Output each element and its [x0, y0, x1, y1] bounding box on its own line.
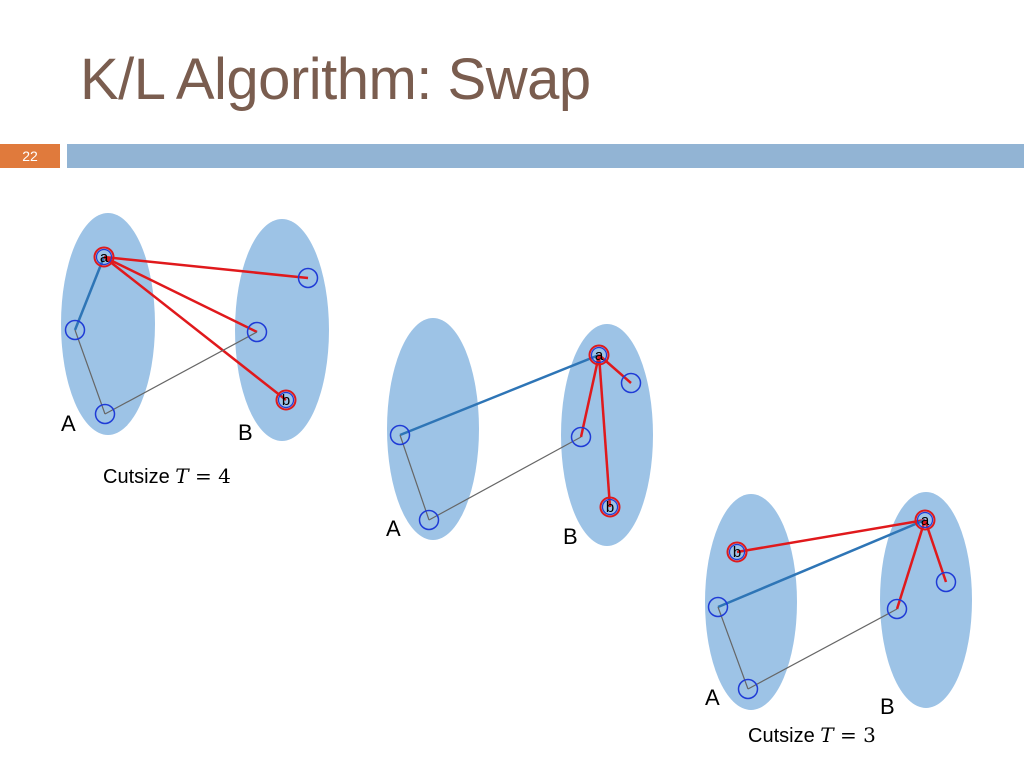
slide-number: 22 — [0, 144, 60, 168]
partition-a-region — [387, 318, 479, 540]
node — [246, 321, 268, 343]
node — [935, 571, 957, 593]
edge — [104, 331, 258, 415]
set-b-label: B — [238, 420, 253, 445]
edge — [923, 519, 948, 583]
edge — [74, 329, 106, 415]
node-b-outer-ring — [726, 541, 748, 563]
node — [297, 267, 319, 289]
partition-b-region — [561, 324, 653, 546]
edge — [579, 354, 601, 438]
panel-before: a b A B Cutsize T = 4 — [61, 213, 329, 488]
cutsize-label: Cutsize T = 3 — [748, 723, 876, 747]
node-a-outer-ring — [914, 509, 936, 531]
node-a-label: a — [100, 249, 109, 266]
node — [64, 319, 86, 341]
node — [707, 596, 729, 618]
cut-edge — [103, 255, 309, 280]
edge — [895, 519, 927, 610]
node — [94, 403, 116, 425]
set-b-label: B — [563, 524, 578, 549]
set-a-label: A — [386, 516, 401, 541]
panel-moved-a: a b A B — [386, 318, 653, 549]
cut-edge — [103, 256, 287, 401]
node-b-label: b — [282, 392, 290, 409]
edge — [717, 606, 749, 690]
node — [886, 598, 908, 620]
panel-after: a b A B Cutsize T = 3 — [705, 492, 972, 747]
node — [620, 372, 642, 394]
edge — [747, 608, 898, 690]
cut-edge — [736, 518, 926, 554]
node-b-label: b — [606, 499, 614, 516]
node-b — [728, 543, 746, 561]
set-b-label: B — [880, 694, 895, 719]
cut-edge — [717, 518, 926, 609]
node-a — [916, 511, 934, 529]
slide-title: K/L Algorithm: Swap — [80, 47, 591, 112]
node — [389, 424, 411, 446]
node-a-outer-ring — [588, 344, 610, 366]
node-a — [95, 248, 113, 266]
edge — [428, 436, 582, 521]
node-a-label: a — [595, 347, 604, 364]
set-a-label: A — [705, 685, 720, 710]
cut-edge — [103, 255, 258, 334]
node-b-label: b — [733, 544, 741, 561]
partition-a-region — [61, 213, 155, 435]
node-b — [601, 498, 619, 516]
set-a-label: A — [61, 411, 76, 436]
partition-a-region — [705, 494, 797, 710]
node-b-outer-ring — [599, 496, 621, 518]
node — [737, 678, 759, 700]
header-bar — [67, 144, 1024, 168]
node-b — [277, 391, 295, 409]
node-a — [590, 346, 608, 364]
node-a-label: a — [921, 512, 930, 529]
edge — [597, 354, 612, 508]
node-b-outer-ring — [275, 389, 297, 411]
edge — [399, 434, 430, 521]
cutsize-label: Cutsize T = 4 — [103, 464, 231, 488]
internal-edge — [399, 353, 600, 437]
internal-edge — [73, 256, 106, 331]
node — [570, 426, 592, 448]
node-a-outer-ring — [93, 246, 115, 268]
partition-b-region — [235, 219, 329, 441]
node — [418, 509, 440, 531]
partition-b-region — [880, 492, 972, 708]
